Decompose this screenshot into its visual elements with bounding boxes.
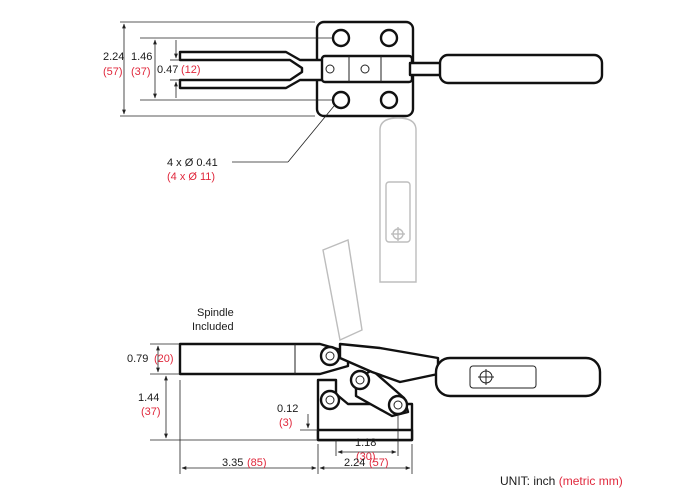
- side-base-to-arm-metric: (37): [141, 406, 161, 418]
- side-handle-lever: [338, 342, 440, 384]
- top-hole-bl: [331, 90, 351, 110]
- top-hole-tl: [331, 28, 351, 48]
- side-base-to-arm: 1.44: [138, 392, 159, 404]
- top-hole-pitch: 1.46: [131, 51, 152, 63]
- side-base-hole-left: [319, 389, 341, 411]
- side-handle-grip: [434, 356, 602, 398]
- top-spindle-gap-metric: (12): [181, 64, 201, 76]
- unit-metric: (metric mm): [558, 474, 623, 488]
- side-base-thickness-metric: (3): [279, 417, 292, 429]
- top-spindle-gap: 0.47: [157, 64, 178, 76]
- top-ghost-arm: [322, 239, 363, 342]
- side-base-plate: [316, 428, 414, 442]
- unit-legend: UNIT: inch (metric mm): [500, 474, 623, 488]
- side-arm-height: 0.79: [127, 353, 148, 365]
- top-overall-width: 2.24: [103, 51, 124, 63]
- top-clamp-arm: [178, 50, 336, 90]
- side-hole-spacing-metric: (30): [356, 451, 376, 463]
- side-pivot-lower: [387, 394, 409, 416]
- side-pivot-middle: [349, 369, 371, 391]
- top-hole-tr: [379, 28, 399, 48]
- top-handle-grip: [438, 53, 604, 85]
- top-hole-pitch-metric: (37): [131, 66, 151, 78]
- spindle-label-1: Spindle: [197, 307, 234, 319]
- side-reach: 3.35: [222, 457, 243, 469]
- top-view: 2.24 (57) 1.46 (37) 0.47 (12) 4 x Ø 0.41…: [103, 20, 604, 342]
- spindle-label-2: Included: [192, 321, 234, 333]
- top-holes-label-metric: (4 x Ø 11): [167, 171, 215, 183]
- side-base-length-metric: (57): [369, 457, 389, 469]
- top-ghost-handle: [379, 117, 417, 283]
- unit-label: UNIT: inch: [500, 474, 556, 488]
- side-base-length: 2.24: [344, 457, 365, 469]
- side-view: Spindle Included 0.79 (20) 1.44: [127, 307, 602, 474]
- top-hole-br: [379, 90, 399, 110]
- top-holes-label: 4 x Ø 0.41: [167, 157, 218, 169]
- side-reach-metric: (85): [247, 457, 267, 469]
- side-pivot-upper: [319, 345, 341, 367]
- side-hole-spacing: 1.18: [355, 437, 376, 449]
- side-arm-height-metric: (20): [154, 353, 174, 365]
- top-linkage: [320, 54, 414, 84]
- side-base-thickness: 0.12: [277, 403, 298, 415]
- top-overall-width-metric: (57): [103, 66, 123, 78]
